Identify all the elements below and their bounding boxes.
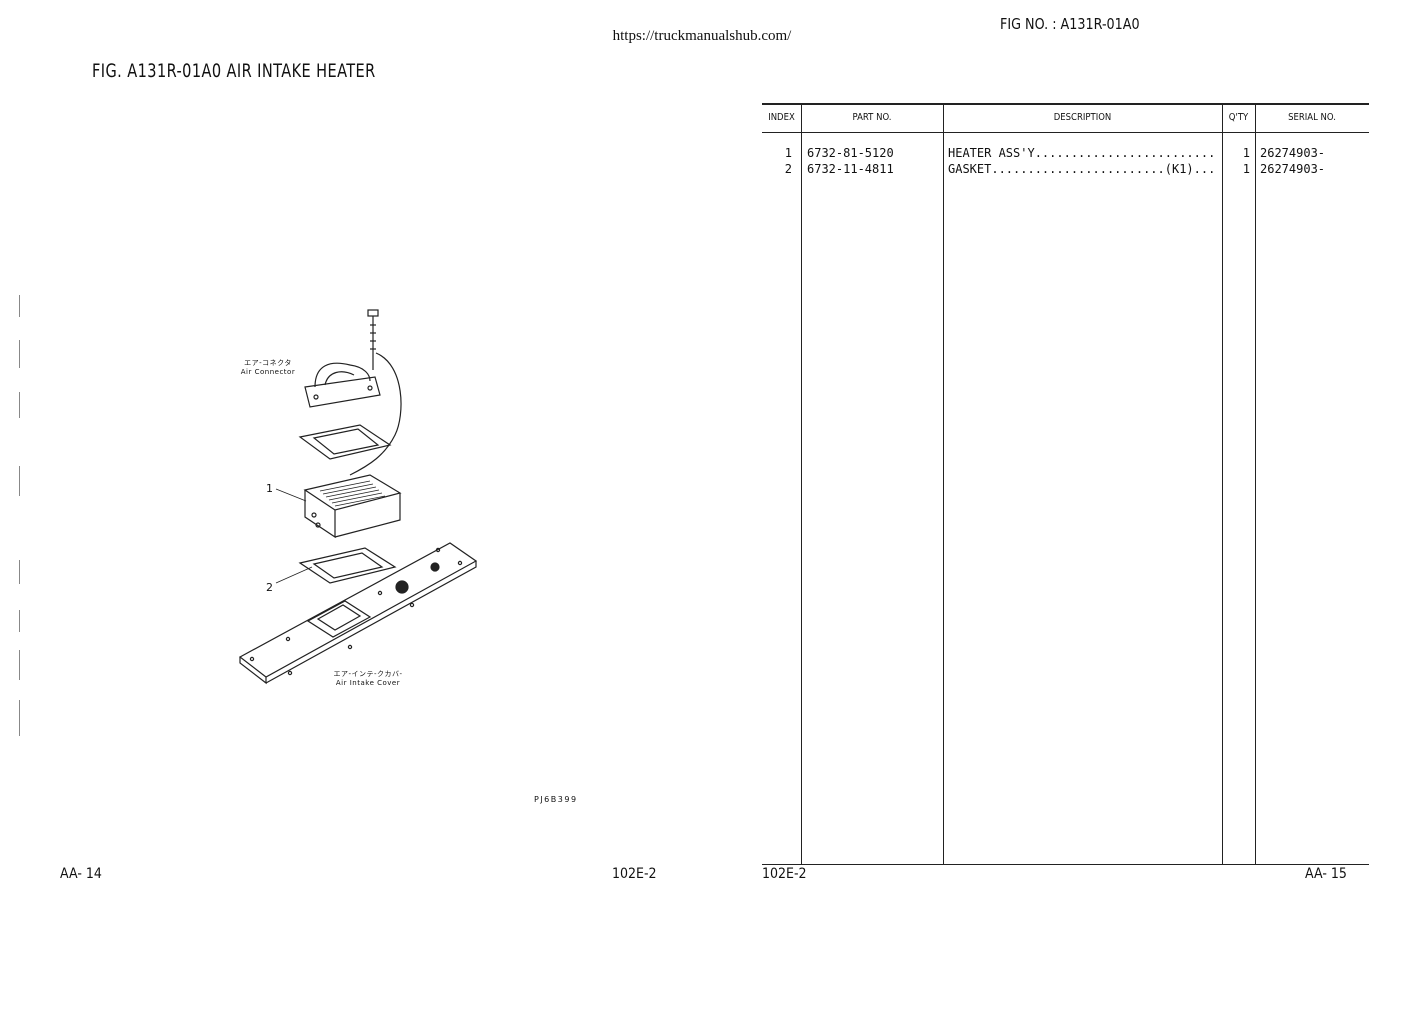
air-intake-cover-label-en: Air Intake Cover — [335, 679, 401, 687]
row-description: GASKET........................(K1)...... — [948, 162, 1216, 176]
air-connector-label-jp: エア-コネクタ — [244, 359, 292, 367]
callout-2: 2 — [266, 581, 273, 594]
right-page-number: AA- 15 — [1305, 866, 1347, 882]
header-description: DESCRIPTION — [1053, 112, 1112, 123]
row-serial-no: 26274903- — [1260, 146, 1326, 160]
table-row: 1 6732-81-5120 HEATER ASS'Y.............… — [762, 146, 1369, 162]
callout-2-leader — [275, 566, 313, 584]
right-page-edition: 102E-2 — [762, 866, 807, 882]
parts-table: INDEX PART NO. DESCRIPTION Q'TY SERIAL N… — [762, 103, 1369, 865]
row-part-no: 6732-81-5120 — [807, 146, 894, 160]
header-part-no: PART NO. — [852, 112, 892, 123]
left-page-edition: 102E-2 — [612, 866, 657, 882]
callout-1-leader — [275, 488, 307, 502]
heater-wire — [349, 352, 402, 476]
header-serial-no: SERIAL NO. — [1288, 112, 1336, 123]
row-part-no: 6732-11-4811 — [807, 162, 894, 176]
margin-mark — [19, 340, 20, 368]
row-qty: 1 — [1242, 162, 1250, 176]
header-qty: Q'TY — [1228, 112, 1249, 123]
margin-mark — [19, 392, 20, 418]
table-row: 2 6732-11-4811 GASKET...................… — [762, 162, 1369, 178]
air-connector-label-en: Air Connector — [240, 368, 296, 376]
heater-assembly-top — [303, 474, 402, 511]
row-index: 1 — [784, 146, 792, 160]
air-connector-flange — [304, 376, 381, 408]
air-intake-heater-illustration — [238, 309, 478, 685]
row-index: 2 — [784, 162, 792, 176]
margin-mark — [19, 700, 20, 736]
callout-1: 1 — [266, 482, 273, 495]
margin-mark — [19, 610, 20, 632]
header-index: INDEX — [768, 112, 795, 123]
figure-number: FIG NO. : A131R-01A0 — [1000, 15, 1140, 33]
margin-mark — [19, 466, 20, 496]
source-url[interactable]: https://truckmanualshub.com/ — [612, 28, 792, 44]
bolt-head — [367, 309, 379, 317]
margin-mark — [19, 650, 20, 680]
lower-gasket — [298, 547, 397, 584]
air-intake-cover-label-jp: エア-インテ-クカバ- — [333, 670, 403, 678]
margin-mark — [19, 560, 20, 584]
upper-gasket — [298, 424, 392, 460]
figure-title: FIG. A131R-01A0 AIR INTAKE HEATER — [92, 60, 376, 82]
left-page-number: AA- 14 — [60, 866, 102, 882]
margin-mark — [19, 295, 20, 317]
row-qty: 1 — [1242, 146, 1250, 160]
illustration-code: PJ6B399 — [534, 795, 578, 804]
row-serial-no: 26274903- — [1260, 162, 1326, 176]
air-connector-body — [314, 362, 371, 388]
row-description: HEATER ASS'Y............................… — [948, 146, 1216, 160]
